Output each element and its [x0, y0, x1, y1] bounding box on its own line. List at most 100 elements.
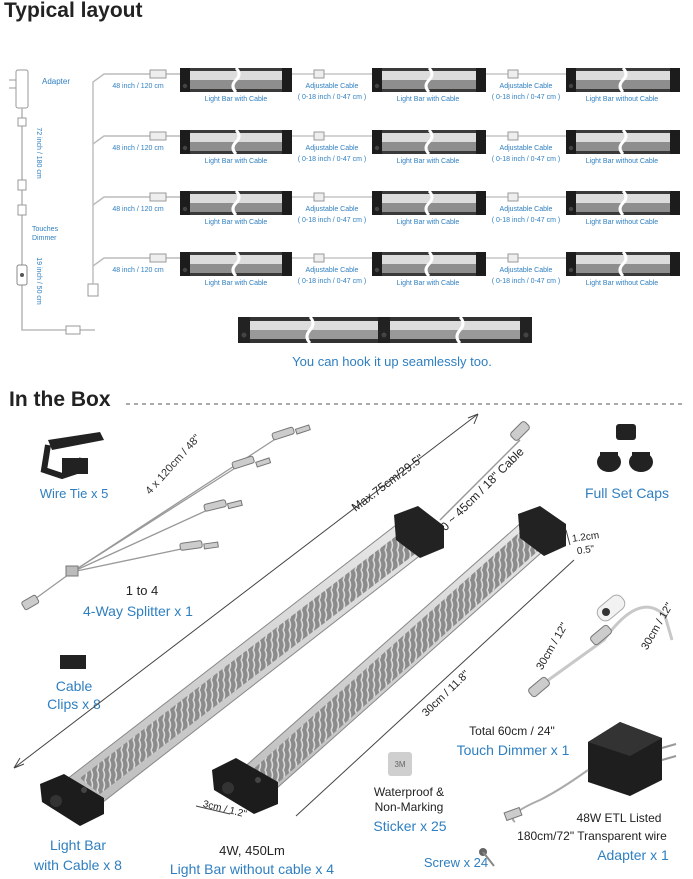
screw-label: Screw x 24 [424, 855, 488, 870]
adjustable-range-label: ( 0-18 inch / 0-47 cm ) [492, 217, 560, 224]
light-bar-icon [372, 66, 486, 94]
cable-19-label: 19 inch / 50 cm [35, 257, 42, 305]
bar-with-cable-label: Light Bar with Cable [397, 158, 460, 165]
light-bar-icon [566, 189, 680, 217]
connector-icon [313, 192, 325, 202]
light-bar-icon [566, 250, 680, 278]
sticker-label-2: Non-Marking [375, 800, 444, 814]
bar-without-cable-label: Light Bar without Cable [586, 96, 658, 103]
dimmer-label: Dimmer [32, 235, 57, 242]
wire-tie-icon [40, 432, 104, 480]
adjustable-range-label: ( 0-18 inch / 0-47 cm ) [298, 156, 366, 163]
seamless-caption: You can hook it up seamlessly too. [292, 354, 492, 369]
light-bar-icon [372, 250, 486, 278]
connector-icon [313, 131, 325, 141]
cable-72-label: 72 inch / 180 cm [35, 127, 42, 179]
light-bar-icon [566, 128, 680, 156]
dimmer-total-label: Total 60cm / 24" [469, 724, 555, 738]
adjustable-cable-label: Adjustable Cable [500, 267, 553, 274]
connector-icon [149, 192, 167, 202]
dim-05-label: 0.5" [576, 544, 595, 557]
cable-length-label: 0 ~ 45cm / 18" Cable [438, 444, 527, 533]
max-length-label: Max.75cm/29.5" [349, 451, 426, 514]
bar-with-cable-label: Light Bar with Cable [205, 158, 268, 165]
adjustable-cable-label: Adjustable Cable [500, 145, 553, 152]
splitter-ratio-label: 1 to 4 [126, 583, 159, 598]
sticker-icon: 3M [388, 752, 412, 776]
cable-48-label: 48 inch / 120 cm [112, 83, 164, 90]
touch-dimmer-icon [528, 594, 674, 698]
cable-clips-label-1: Cable [56, 678, 93, 694]
adjustable-range-label: ( 0-18 inch / 0-47 cm ) [298, 94, 366, 101]
light-bar-icon [180, 128, 292, 156]
connector-icon [149, 131, 167, 141]
lightbar-label-1: Light Bar [50, 837, 106, 853]
connector-icon [149, 253, 167, 263]
dim-30cm-label: 30cm / 11.8" [420, 668, 472, 719]
caps-label: Full Set Caps [585, 485, 669, 501]
light-bar-icon [180, 66, 292, 94]
splitter-cable-label: 4 x 120cm / 48" [143, 432, 203, 497]
connector-icon [313, 69, 325, 79]
adjustable-range-label: ( 0-18 inch / 0-47 cm ) [492, 94, 560, 101]
bar-with-cable-label: Light Bar with Cable [205, 280, 268, 287]
connector-icon [21, 424, 311, 611]
connector-icon [313, 253, 325, 263]
bar-with-cable-label: Light Bar with Cable [397, 219, 460, 226]
light-bar-icon [372, 189, 486, 217]
cable-48-label: 48 inch / 120 cm [112, 145, 164, 152]
connector-icon [507, 131, 519, 141]
adjustable-cable-label: Adjustable Cable [306, 145, 359, 152]
bar-with-cable-label: Light Bar with Cable [397, 280, 460, 287]
splitter-box [87, 283, 99, 297]
heading-typical-layout: Typical layout [4, 0, 142, 22]
dimmer-30a-label: 30cm / 12" [534, 621, 571, 672]
light-bar-without-cable [212, 506, 566, 814]
sticker-label-3: Sticker x 25 [373, 818, 446, 834]
cable-clips-label-2: Clips x 8 [47, 696, 101, 712]
adjustable-cable-label: Adjustable Cable [306, 83, 359, 90]
bar-with-cable-label: Light Bar with Cable [205, 96, 268, 103]
cable-48-label: 48 inch / 120 cm [112, 267, 164, 274]
light-bar-with-cable [40, 421, 530, 826]
light-bar-icon [566, 66, 680, 94]
end-caps-icon [597, 424, 653, 472]
connector-icon [507, 253, 519, 263]
dim-12cm-label: 1.2cm [571, 530, 600, 545]
adapter-label: Adapter [42, 77, 70, 86]
connector-icon [16, 117, 81, 335]
adjustable-cable-label: Adjustable Cable [306, 267, 359, 274]
lightbar-nc-label: Light Bar without cable x 4 [170, 861, 334, 877]
connector-icon [149, 69, 167, 79]
adapter-spec-2: 180cm/72" Transparent wire [517, 829, 667, 843]
adjustable-range-label: ( 0-18 inch / 0-47 cm ) [492, 278, 560, 285]
adapter-icon [9, 69, 29, 109]
light-bar-icon [372, 128, 486, 156]
seamless-bars [238, 315, 532, 345]
wire-tie-label: Wire Tie x 5 [40, 486, 109, 501]
heading-in-the-box: In the Box [9, 388, 111, 411]
lightbar-label-2: with Cable x 8 [33, 857, 122, 873]
bar-without-cable-label: Light Bar without Cable [586, 158, 658, 165]
adjustable-range-label: ( 0-18 inch / 0-47 cm ) [298, 278, 366, 285]
adjustable-cable-label: Adjustable Cable [500, 83, 553, 90]
dimmer-label: Touch Dimmer x 1 [457, 742, 570, 758]
bar-with-cable-label: Light Bar with Cable [205, 219, 268, 226]
sticker-logo: 3M [394, 760, 405, 769]
main-wire [21, 108, 95, 331]
cable-48-label: 48 inch / 120 cm [112, 206, 164, 213]
dimension-30cm [295, 559, 575, 817]
bar-with-cable-label: Light Bar with Cable [397, 96, 460, 103]
adjustable-range-label: ( 0-18 inch / 0-47 cm ) [492, 156, 560, 163]
sticker-label-1: Waterproof & [374, 785, 444, 799]
light-bar-icon [180, 189, 292, 217]
adjustable-range-label: ( 0-18 inch / 0-47 cm ) [298, 217, 366, 224]
cable-clip-icon [60, 655, 86, 669]
bar-without-cable-label: Light Bar without Cable [586, 280, 658, 287]
adapter-box-label: Adapter x 1 [597, 847, 669, 863]
dimension-max-length [13, 413, 479, 769]
adjustable-cable-label: Adjustable Cable [306, 206, 359, 213]
connector-icon [507, 69, 519, 79]
power-adapter-icon [503, 722, 677, 823]
adjustable-cable-label: Adjustable Cable [500, 206, 553, 213]
